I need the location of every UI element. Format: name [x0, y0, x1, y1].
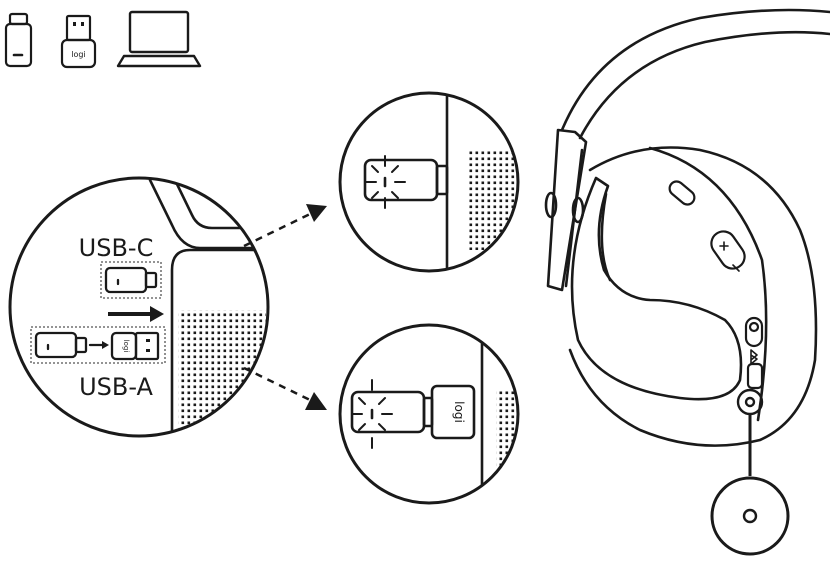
bluetooth-icon: [750, 349, 758, 365]
jack-detail-circle: [710, 476, 790, 556]
usb-a-brand-logo: logi: [71, 50, 85, 59]
usb-a-adapter-brand-logo: logi: [122, 340, 130, 353]
laptop-icon: [116, 10, 202, 68]
volume-rocker: [710, 230, 746, 272]
usb-c-label: USB-C: [79, 234, 154, 262]
usb-a-adapter-icon: logi: [60, 14, 97, 69]
insertion-arrow: [108, 306, 164, 322]
power-button: [668, 180, 696, 206]
audio-jack: [736, 388, 764, 416]
usb-c-dongle: [100, 261, 162, 299]
usb-a-adapter-combo: logi: [30, 326, 166, 364]
zoom-circle-usb-a-led: logi: [338, 323, 520, 505]
usb-c-dongle-icon: [4, 12, 33, 68]
led-blink-rays: [365, 155, 406, 209]
adapter-brand-logo: logi: [452, 401, 466, 423]
zoom-circle-usb-c-led: [338, 91, 520, 273]
callout-line-bottom: [243, 366, 327, 410]
headset-illustration: [544, 8, 830, 447]
zoom-circle-ports: USB-C: [8, 176, 270, 438]
usb-c-port-slot: [746, 362, 764, 390]
callout-line-top: [243, 204, 327, 248]
mic-mute-switch: [744, 316, 764, 348]
usb-a-label: USB-A: [79, 373, 153, 401]
led-blink-rays-usb-a: [351, 379, 393, 449]
